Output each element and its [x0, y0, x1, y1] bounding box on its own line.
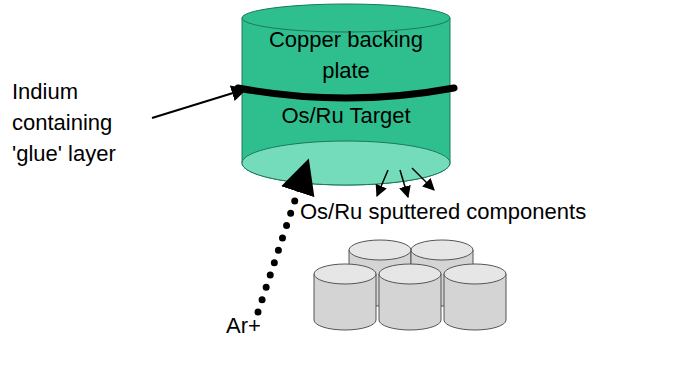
text-label: Indium containing 'glue' layer — [12, 76, 162, 169]
leader-line — [152, 89, 246, 118]
target-band: Copper backing plate — [262, 24, 430, 86]
sputter-arrows — [377, 168, 434, 197]
ion-path — [258, 185, 300, 312]
band-label: Os/Ru Target — [262, 100, 430, 131]
text-label: Os/Ru sputtered components — [300, 196, 586, 227]
text-label: Ar+ — [226, 310, 261, 341]
target-band: Os/Ru Target — [262, 100, 430, 131]
component-cylinders — [314, 240, 506, 330]
band-label: Copper backing plate — [262, 24, 430, 86]
indium-glue-band — [238, 88, 454, 98]
